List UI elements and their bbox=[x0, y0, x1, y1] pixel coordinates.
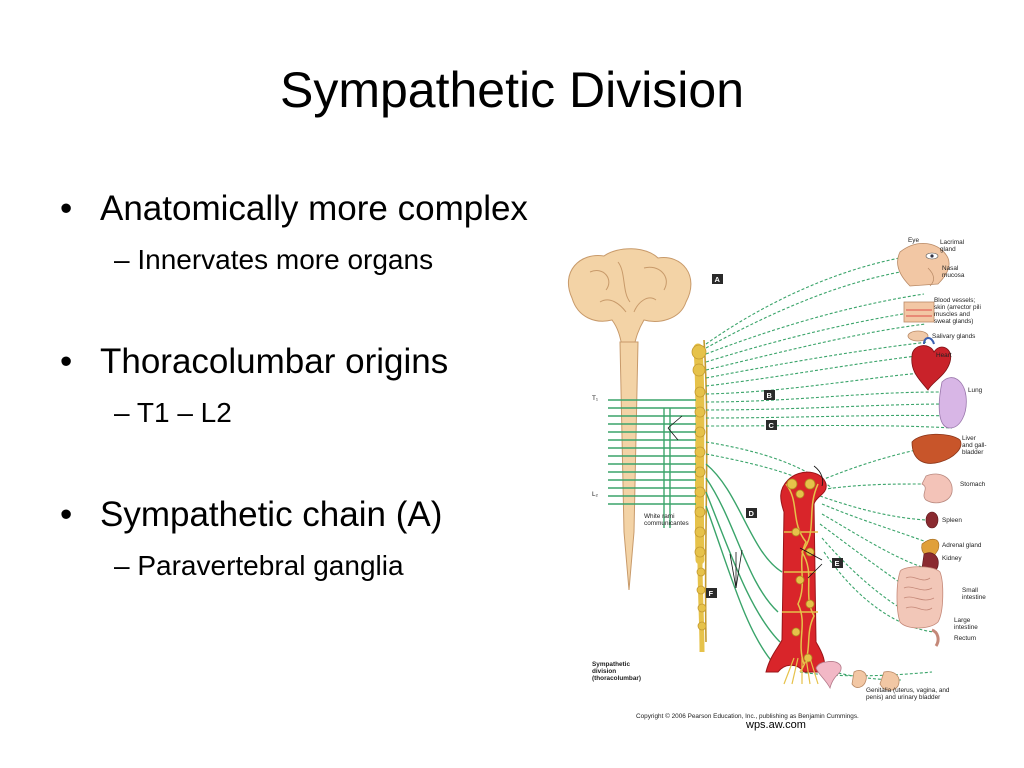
bullet-1-sub: – Innervates more organs bbox=[114, 242, 580, 277]
label-genitalia-2: penis) and urinary bladder bbox=[866, 694, 941, 701]
bullet-2-sub: – T1 – L2 bbox=[114, 395, 580, 430]
division-label-3: (thoracolumbar) bbox=[592, 675, 641, 682]
label-lung: Lung bbox=[968, 387, 983, 394]
label-d: D bbox=[746, 508, 757, 518]
liver-icon bbox=[911, 433, 962, 464]
label-e: E bbox=[832, 558, 843, 568]
label-f: F bbox=[706, 588, 717, 598]
pointer-line bbox=[735, 549, 743, 589]
label-small-int-2: intestine bbox=[962, 594, 986, 601]
label-liver-3: bladder bbox=[962, 449, 984, 456]
svg-text:B: B bbox=[767, 391, 773, 400]
bullet-3-text: Sympathetic chain (A) bbox=[100, 495, 443, 534]
label-large-int-1: Large bbox=[954, 617, 971, 624]
label-kidney: Kidney bbox=[942, 555, 962, 562]
label-l2: L₂ bbox=[592, 491, 599, 498]
label-spleen: Spleen bbox=[942, 517, 962, 524]
intestines-icon bbox=[896, 566, 944, 647]
label-small-int-1: Small bbox=[962, 587, 978, 594]
skin-blood-vessels-icon bbox=[903, 301, 935, 342]
pointer-line bbox=[729, 553, 737, 589]
heart-icon bbox=[911, 337, 952, 391]
bullet-dot-icon: • bbox=[60, 189, 73, 228]
genitalia-bladder-icon bbox=[815, 661, 900, 691]
sympathetic-division-figure: A B C D E F T₁ L₂ White rami communicant… bbox=[560, 232, 1000, 740]
slide-title: Sympathetic Division bbox=[279, 62, 745, 118]
division-label-1: Sympathetic bbox=[592, 661, 630, 668]
label-stomach: Stomach bbox=[960, 481, 986, 488]
dash-icon: – bbox=[114, 550, 138, 581]
lung-icon bbox=[938, 377, 967, 429]
label-blood-3: muscles and bbox=[934, 311, 970, 318]
eye-face-icon bbox=[897, 243, 950, 287]
bullet-3: • Sympathetic chain (A) bbox=[60, 494, 580, 536]
bullet-1-text: Anatomically more complex bbox=[100, 189, 528, 228]
dash-icon: – bbox=[114, 397, 137, 428]
bullet-1-sub-text: Innervates more organs bbox=[137, 244, 434, 275]
dash-icon: – bbox=[114, 244, 138, 275]
label-eye: Eye bbox=[908, 237, 919, 244]
white-rami-label-2: communicantes bbox=[644, 520, 689, 527]
bullet-list: • Anatomically more complex – Innervates … bbox=[60, 188, 580, 583]
label-b: B bbox=[764, 390, 775, 400]
bullet-2-text: Thoracolumbar origins bbox=[100, 342, 449, 381]
division-label-2: division bbox=[592, 668, 616, 675]
label-blood-4: sweat glands) bbox=[934, 318, 973, 325]
aorta-ganglia-icon bbox=[765, 465, 827, 685]
kidney-adrenal-icon bbox=[921, 538, 940, 574]
svg-text:F: F bbox=[709, 589, 714, 598]
label-c: C bbox=[766, 420, 777, 430]
white-rami-label-1: White rami bbox=[644, 513, 675, 520]
label-rectum: Rectum bbox=[954, 635, 976, 642]
bullet-1: • Anatomically more complex bbox=[60, 188, 580, 230]
label-liver-1: Liver bbox=[962, 435, 977, 442]
bullet-dot-icon: • bbox=[60, 342, 73, 381]
label-salivary: Salivary glands bbox=[932, 333, 975, 340]
bullet-2-sub-text: T1 – L2 bbox=[136, 397, 232, 428]
label-heart: Heart bbox=[936, 352, 952, 359]
label-adrenal: Adrenal gland bbox=[942, 542, 982, 549]
copyright-text: Copyright © 2006 Pearson Education, Inc.… bbox=[636, 712, 859, 720]
svg-text:E: E bbox=[835, 559, 840, 568]
pointer-line bbox=[667, 427, 679, 441]
label-nasal-1: Nasal bbox=[942, 265, 958, 272]
source-credit: wps.aw.com bbox=[746, 719, 806, 731]
label-t1: T₁ bbox=[592, 395, 598, 402]
bullet-2: • Thoracolumbar origins bbox=[60, 341, 580, 383]
label-liver-2: and gall- bbox=[962, 442, 987, 449]
label-lacrimal-1: Lacrimal bbox=[940, 239, 964, 246]
label-large-int-2: intestine bbox=[954, 624, 978, 631]
pointer-line bbox=[667, 415, 683, 429]
label-a: A bbox=[712, 274, 723, 284]
svg-text:A: A bbox=[715, 275, 721, 284]
label-nasal-2: mucosa bbox=[942, 272, 965, 279]
svg-text:D: D bbox=[749, 509, 755, 518]
label-blood-1: Blood vessels; bbox=[934, 297, 975, 304]
svg-text:C: C bbox=[769, 421, 775, 430]
bullet-dot-icon: • bbox=[60, 495, 73, 534]
spinal-nerve-lines bbox=[608, 399, 696, 528]
spleen-icon bbox=[925, 511, 939, 529]
label-genitalia-1: Genitalia (uterus, vagina, and bbox=[866, 687, 950, 694]
label-lacrimal-2: gland bbox=[940, 246, 956, 253]
label-blood-2: skin (arrector pili bbox=[934, 304, 981, 311]
anatomy-diagram: A B C D E F T₁ L₂ White rami communicant… bbox=[567, 237, 987, 720]
stomach-icon bbox=[921, 473, 953, 504]
brain-spinal-cord-icon bbox=[567, 248, 692, 591]
splanchnic-nerve-lines bbox=[705, 463, 783, 665]
bullet-3-sub-text: Paravertebral ganglia bbox=[137, 550, 404, 581]
bullet-3-sub: – Paravertebral ganglia bbox=[114, 548, 580, 583]
